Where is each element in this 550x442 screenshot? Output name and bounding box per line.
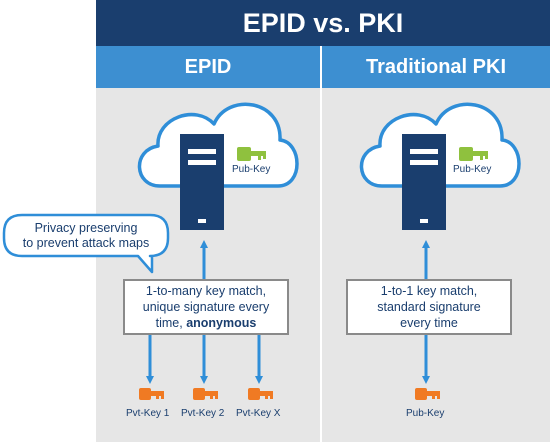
- private-key-label: Pvt-Key 1: [126, 408, 170, 419]
- box-line: time, anonymous: [156, 315, 257, 331]
- server-icon: [402, 134, 446, 230]
- server-icon: [180, 134, 224, 230]
- callout-text: Privacy preserving to prevent attack map…: [8, 221, 164, 251]
- epid-header: EPID: [96, 46, 320, 88]
- box-line-text: time,: [155, 316, 187, 330]
- pki-header: Traditional PKI: [322, 46, 550, 88]
- public-key-icon: [237, 147, 266, 161]
- box-line: every time: [400, 316, 458, 330]
- public-key-label: Pub-Key: [406, 408, 445, 419]
- pub-key-label: Pub-Key: [232, 164, 271, 175]
- private-key-icon: [193, 388, 218, 400]
- box-line: 1-to-1 key match,: [380, 284, 478, 298]
- pub-key-label: Pub-Key: [453, 164, 492, 175]
- callout-line: to prevent attack maps: [22, 236, 150, 250]
- pki-match-box: 1-to-1 key match, standard signature eve…: [346, 279, 512, 335]
- box-line: standard signature: [377, 300, 481, 314]
- public-key-icon: [415, 388, 440, 400]
- private-key-icon: [248, 388, 273, 400]
- callout-bubble: [2, 213, 170, 274]
- box-line: 1-to-many key match,: [145, 284, 267, 298]
- public-key-icon: [459, 147, 488, 161]
- private-key-icon: [139, 388, 164, 400]
- box-line: unique signature every: [142, 300, 270, 314]
- callout-line: Privacy preserving: [34, 221, 138, 235]
- epid-match-box: 1-to-many key match, unique signature ev…: [123, 279, 289, 335]
- private-key-label: Pvt-Key X: [236, 408, 281, 419]
- private-key-label: Pvt-Key 2: [181, 408, 225, 419]
- diagram-title: EPID vs. PKI: [96, 0, 550, 46]
- column-divider: [320, 46, 322, 442]
- anonymous-emphasis: anonymous: [186, 316, 257, 330]
